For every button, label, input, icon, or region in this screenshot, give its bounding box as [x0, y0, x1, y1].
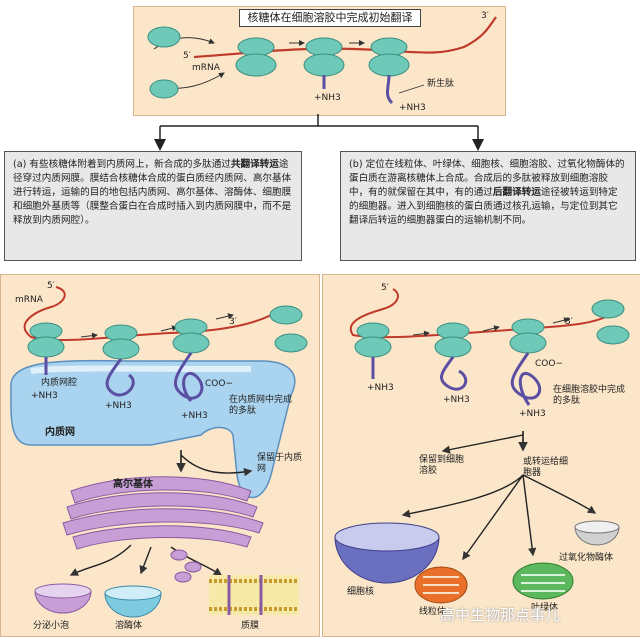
- organelle-transport-label: 或转运给细胞器: [523, 457, 569, 478]
- five-prime-label: 5′: [183, 51, 191, 61]
- mrna-label: mRNA: [192, 63, 220, 73]
- chloroplast-label: 叶绿体: [531, 603, 559, 613]
- chloroplast-icon: [512, 562, 574, 600]
- mitochondrion-icon: [414, 566, 468, 604]
- er-shape: [10, 359, 296, 499]
- lysosome-label: 溶酶体: [115, 621, 143, 631]
- free-subunit-icon: [596, 325, 630, 345]
- peroxisome-icon: [574, 520, 620, 546]
- ribosome-icon: [102, 324, 140, 360]
- branch-arrows: [154, 114, 484, 151]
- initial-translation-diagram: [147, 16, 497, 105]
- er-label: 内质网: [45, 427, 75, 438]
- peptide-chain: [105, 358, 135, 397]
- golgi-label: 高尔基体: [113, 479, 153, 490]
- ribosome-icon: [27, 322, 65, 358]
- nh3-label: +NH3: [31, 391, 58, 401]
- nucleus-icon: [334, 522, 440, 584]
- nh3-label: +NH3: [367, 383, 394, 393]
- posttranslational-diagram: [334, 288, 630, 604]
- small-subunit-icon: [147, 26, 181, 48]
- nh3-label: +NH3: [181, 411, 208, 421]
- nh3-label: +NH3: [519, 409, 546, 419]
- plasma-membrane-label: 质膜: [241, 621, 260, 631]
- peptide-chain: [510, 352, 542, 406]
- free-subunit-icon: [591, 299, 625, 319]
- cooh-label: COO−: [205, 379, 233, 389]
- peroxisome-label: 过氧化物酶体: [559, 553, 614, 563]
- five-prime-label: 5′: [381, 283, 389, 293]
- nh3-label: +NH3: [105, 401, 132, 411]
- ribosome-icon: [354, 322, 392, 358]
- ribosome-icon: [509, 318, 547, 354]
- cytosol-retain-label: 保留到细胞溶胶: [419, 455, 465, 476]
- cytosol-complete-label: 在细胞溶胶中完成的多肽: [553, 385, 626, 406]
- five-prime-label: 5′: [47, 281, 55, 291]
- nh3-label: +NH3: [399, 103, 426, 113]
- cooh-label: COO−: [535, 359, 563, 369]
- posttranslational-panel: 5′ 3′ +NH3 +NH3 +NH3 COO− 在细胞溶胶中完成的多肽 保留…: [322, 274, 640, 637]
- mrna-strand: [349, 288, 616, 339]
- mitochondrion-label: 线粒体: [419, 607, 447, 617]
- secretory-vesicle-label: 分泌小泡: [33, 621, 70, 631]
- free-subunit-icon: [274, 333, 308, 353]
- er-lumen-label: 内质网腔: [41, 378, 78, 388]
- peptide-chain: [173, 352, 204, 402]
- cotranslational-panel: mRNA 5′ 3′ 内质网腔 +NH3 +NH3 +NH3 COO− 在内质网…: [0, 274, 320, 637]
- free-subunit-icon: [269, 305, 303, 325]
- large-subunit-icon: [149, 79, 179, 99]
- nucleus-label: 细胞核: [347, 587, 375, 597]
- plasma-membrane-icon: [209, 575, 299, 615]
- secretory-vesicle-icon: [34, 583, 92, 614]
- nh3-label: +NH3: [443, 395, 470, 405]
- three-prime-label: 3′: [229, 317, 237, 327]
- peptide-chain: [386, 74, 394, 105]
- golgi-icon: [62, 476, 264, 550]
- er-retain-label: 保留于内质网: [257, 453, 303, 474]
- three-prime-label: 3′: [481, 11, 489, 21]
- ribosome-icon: [434, 322, 472, 358]
- lysosome-icon: [104, 585, 162, 618]
- ribosome-icon: [235, 37, 277, 77]
- nh3-label: +NH3: [314, 93, 341, 103]
- ribosome-icon: [303, 37, 345, 77]
- initial-translation-panel: 核糖体在细胞溶胶中完成初始翻译 5′ mRNA 3′ +NH3 +NH3 新生肽: [133, 6, 506, 116]
- three-prime-label: 3′: [565, 317, 573, 327]
- ribosome-icon: [172, 318, 210, 354]
- peptide-chain: [439, 356, 468, 391]
- cotranslational-diagram: [10, 286, 308, 618]
- nascent-peptide-label: 新生肽: [427, 79, 455, 89]
- description-b: (b) 定位在线粒体、叶绿体、细胞核、细胞溶胶、过氧化物酶体的蛋白质在游离核糖体…: [340, 151, 636, 261]
- description-a: (a) 有些核糖体附着到内质网上，新合成的多肽通过共翻译转运途径穿过内质网膜。膜…: [4, 151, 302, 261]
- mrna-label: mRNA: [15, 295, 43, 305]
- watermark: 高中生物那点事儿: [440, 606, 561, 624]
- er-complete-label: 在内质网中完成的多肽: [229, 395, 293, 416]
- panel-title: 核糖体在细胞溶胶中完成初始翻译: [239, 9, 421, 27]
